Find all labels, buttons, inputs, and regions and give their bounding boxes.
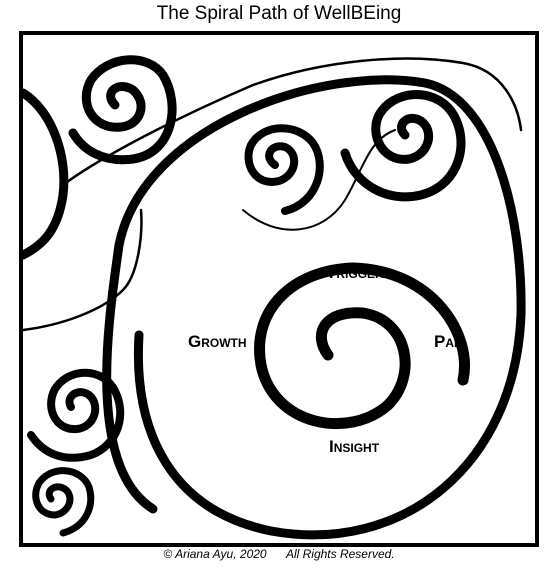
- spiral-left-partial: [23, 88, 69, 260]
- stage-label-pain: Pain: [434, 332, 467, 351]
- spiral-bottom-corner: [32, 467, 95, 537]
- main-spiral-outer: [102, 75, 526, 540]
- rights-text: All Rights Reserved.: [285, 547, 395, 561]
- copyright-text: © Ariana Ayu, 2020: [163, 547, 267, 561]
- diagram-frame: Trigger Pain Insight Growth: [19, 31, 539, 547]
- connector-curve-top: [61, 57, 523, 187]
- main-spiral-center: [254, 262, 470, 430]
- diagram-title: The Spiral Path of WellBEing: [156, 3, 402, 24]
- connector-curve-left: [23, 208, 143, 332]
- stage-label-trigger: Trigger: [326, 263, 384, 282]
- spiral-top-left: [68, 55, 177, 165]
- spiral-bottom-left: [27, 368, 125, 462]
- copyright-footer: © Ariana Ayu, 2020 All Rights Reserved.: [0, 547, 558, 561]
- stage-label-insight: Insight: [329, 437, 380, 456]
- spiral-middle-top: [244, 124, 324, 215]
- connector-curve-mid: [242, 129, 396, 231]
- spiral-artwork: [23, 55, 526, 540]
- spiral-top-right: [340, 90, 466, 202]
- stage-label-growth: Growth: [188, 332, 247, 351]
